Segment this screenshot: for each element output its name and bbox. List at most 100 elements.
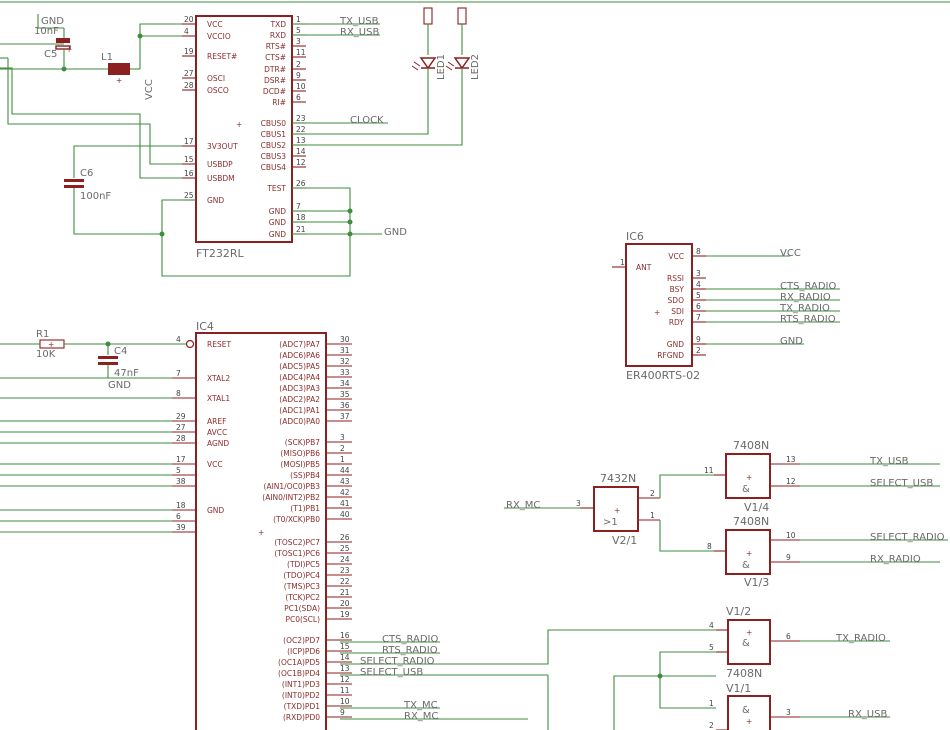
vcc-ic6-label: VCC (780, 248, 801, 259)
ic4--adc2-pa2-35-label: (ADC2)PA2 (279, 395, 320, 404)
ft232-rxd-5-r-label: RXD (270, 31, 286, 40)
and1-in2-num: 12 (786, 477, 796, 486)
ic4-xtal2-7-num: 7 (176, 369, 181, 378)
ic4-origin-mark: + (258, 528, 264, 537)
ic4--miso-pb6-2-label: (MISO)PB6 (280, 449, 320, 458)
ic6-sdo-5-num: 5 (696, 291, 701, 300)
ic4-pin-39-num: 39 (176, 523, 186, 532)
ft232-left-pins: 20VCC4VCCIO19RESET#27OSCI28OSCO173V3OUT1… (182, 15, 238, 205)
ic4--int0-pd2-11-label: (INT0)PD2 (282, 691, 320, 700)
gnd-ic6-label: GND (780, 336, 803, 347)
reset-inversion-bubble (185, 339, 195, 349)
ft232-wiring: GND TX_USB RX_USB CLOCK (159, 16, 463, 277)
r1-name: R1 (36, 329, 49, 340)
and1-plus: + (746, 473, 752, 482)
or-out-top-num: 2 (650, 489, 655, 498)
ft232-dtr--2-r-label: DTR# (264, 65, 286, 74)
ft232-osco-28-label: OSCO (207, 86, 229, 95)
wire-select-radio (340, 629, 728, 665)
wire-gnd-loop (161, 234, 351, 277)
ic4--mosi-pb5-1-num: 1 (340, 455, 345, 464)
ft232-cbus1-22-r-label: CBUS1 (261, 130, 287, 139)
ic6-gnd-9-label: GND (667, 340, 684, 349)
select-radio-gate-label: SELECT_RADIO (870, 532, 945, 543)
and1-part: 7408N (733, 439, 769, 452)
c5-value: 10nF (34, 26, 59, 37)
ft232-gnd-25-label: GND (207, 196, 224, 205)
and4-in2-num: 2 (709, 721, 714, 730)
and3-in2-num: 5 (709, 643, 714, 652)
and3-part: 7408N (726, 667, 762, 680)
rts-radio-ic4-label: RTS_RADIO (382, 645, 438, 656)
ic4-gnd-18-label: GND (207, 506, 224, 515)
ic4--t1-pb1-41-num: 41 (340, 499, 350, 508)
ft232-cbus1-22-r-num: 22 (296, 125, 306, 134)
and2-plus: + (746, 549, 752, 558)
junction-gnd-b (347, 219, 353, 225)
tx-mc-ic4-label: TX_MC (403, 700, 438, 711)
and4-plus: + (746, 717, 752, 726)
ft232-txd-1-r-label: TXD (270, 20, 287, 29)
c4-name: C4 (114, 346, 127, 357)
c6-capacitor: C6 100nF (64, 145, 196, 235)
ic4--adc6-pa6-31-num: 31 (340, 346, 350, 355)
led1-terminal (423, 7, 433, 25)
ft232-body (195, 15, 293, 243)
ft232-dsr--9-r-num: 9 (296, 71, 301, 80)
ic4--adc7-pa7-30-label: (ADC7)PA7 (279, 340, 320, 349)
wire-and3-and4 (659, 651, 716, 709)
junction-gnd-a (347, 208, 353, 214)
and1-unit: V1/4 (744, 501, 769, 514)
ic6-body (625, 243, 693, 367)
ic6-sdi-6-label: SDI (671, 307, 684, 316)
ft232-rts--3-r-num: 3 (296, 37, 301, 46)
ic4--ain0-int2-pb2-42-num: 42 (340, 488, 350, 497)
and1-body (725, 453, 771, 499)
and2-body (725, 529, 771, 575)
ic4--t0-xck-pb0-40-label: (T0/XCK)PB0 (273, 515, 320, 524)
ic4-pin-6-num: 6 (176, 512, 181, 521)
ic4--sck-pb7-3-label: (SCK)PB7 (285, 438, 320, 447)
ic6-rssi-3-num: 3 (696, 269, 701, 278)
ic4-pc0-scl--19-num: 19 (340, 610, 350, 619)
c5-plate-top (56, 38, 70, 43)
and3-plus: + (746, 628, 752, 637)
ic4--rxd-pd0-9-num: 9 (340, 708, 345, 717)
wire-usbdp (7, 58, 196, 165)
ft232-usbdp-15-label: USBDP (207, 160, 233, 169)
and3-amp: & (742, 638, 750, 649)
ic4-pc1-sda--20-num: 20 (340, 599, 350, 608)
ic4--adc4-pa4-33-label: (ADC4)PA4 (279, 373, 320, 382)
ic4--ain1-oc0-pb3-43-num: 43 (340, 477, 350, 486)
rx-usb-gate-label: RX_USB (848, 709, 887, 720)
led1-ray-a (411, 65, 419, 71)
ft232-gnd-18-r-label: GND (269, 218, 286, 227)
select-radio-ic4-label: SELECT_RADIO (360, 656, 435, 667)
ft232-usbdp-15-num: 15 (184, 155, 194, 164)
c6-plate-bottom (64, 185, 84, 188)
r1-marker: + (48, 340, 54, 349)
ic4--tdo-pc4-23-label: (TDO)PC4 (283, 571, 320, 580)
ic4--tdi-pc5-24-label: (TDI)PC5 (287, 560, 320, 569)
and2-in2-num: 10 (786, 531, 796, 540)
ic6-part: ER400RTS-02 (626, 369, 700, 382)
wire-usbdm (0, 67, 196, 179)
led2-label: LED2 (470, 54, 481, 80)
and4-amp: & (742, 705, 750, 716)
or-out-bottom-num: 1 (650, 511, 655, 520)
led1-label: LED1 (436, 54, 447, 80)
ic4--oc1a-pd5-14-label: (OC1A)PD5 (278, 658, 320, 667)
led1-ray-b (413, 61, 421, 67)
logic-gates: 7432N V2/1 + >1 RX_MC 3 2 1 7408N V1/4 +… (504, 439, 948, 730)
ft232-gnd-7-r-label: GND (269, 207, 286, 216)
r1-value: 10K (36, 349, 56, 360)
or-in-num: 3 (576, 499, 581, 508)
ft232-osco-28-num: 28 (184, 81, 194, 90)
or-gate-symbol: >1 (603, 517, 618, 528)
c5-plus: + (66, 45, 72, 54)
ic4--t1-pb1-41-label: (T1)PB1 (290, 504, 320, 513)
ft232-cbus2-13-r-num: 13 (296, 136, 306, 145)
ft232-txd-1-r-num: 1 (296, 15, 301, 24)
c6-value: 100nF (80, 191, 111, 202)
